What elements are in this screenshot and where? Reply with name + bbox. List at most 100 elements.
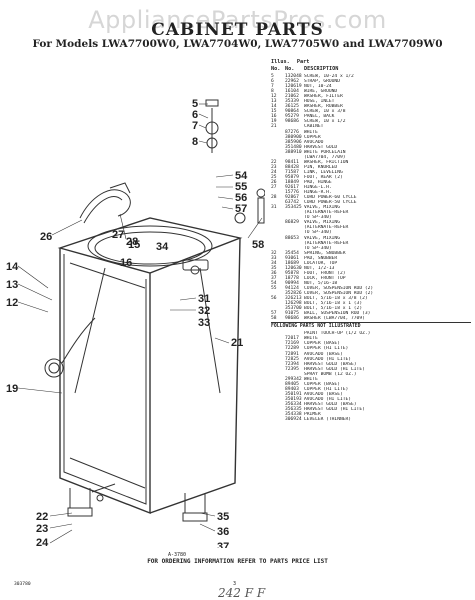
callout-label: 16 (120, 257, 132, 269)
part-description: LINK, LEVELING (304, 169, 343, 175)
illus-number: 36 (271, 270, 277, 276)
illus-number: 32 (271, 250, 277, 256)
part-description: COPPER (304, 134, 321, 140)
part-number: 95279 (285, 114, 299, 120)
illus-number: 28 (271, 195, 277, 201)
part-no-header: No. (285, 66, 295, 72)
part-number: 94124 (285, 285, 299, 291)
part-number: 22962 (285, 79, 299, 85)
callout-label: 5 (192, 98, 198, 110)
part-number: 88653 (285, 235, 299, 241)
callout-label: 28 (126, 236, 138, 248)
part-description: LOCATOR, TOP (304, 260, 338, 266)
callout-label: 32 (198, 305, 210, 317)
unillustrated-part-row: SPRAY BOMB (12 OZ.) (271, 372, 471, 377)
illus-number: 27 (271, 185, 277, 191)
part-description: HINGE-R.H. (304, 190, 332, 196)
part-number: 35339 (285, 99, 299, 105)
part-description: PAINT TOUCH-UP (1/2 OZ.) (304, 331, 371, 337)
illus-header: Illus. (271, 59, 290, 65)
part-number: 90994 (285, 280, 299, 286)
part-description: SCREW, 10 x 3/8 (304, 109, 346, 115)
illus-number: 14 (271, 104, 277, 110)
column-header-2: No. No. DESCRIPTION (271, 66, 471, 72)
part-description: WHITE PORCELAIN (304, 149, 346, 155)
illus-number: 58 (271, 316, 277, 322)
callout-label: 34 (156, 241, 169, 253)
illus-number: 15 (271, 109, 277, 115)
part-row: TO SP-340) (271, 246, 471, 251)
part-number: 120619 (285, 84, 302, 90)
part-number: 89403 (285, 386, 299, 392)
part-description: AVOCADO (HI LITE) (304, 396, 352, 402)
part-description: WASHER (LWA7704, 7709) (304, 316, 365, 322)
part-number: 93061 (285, 255, 299, 261)
part-number: 353425 (285, 205, 302, 211)
part-row: 15 90864 SCREW, 10 x 3/8 (271, 109, 471, 114)
part-number: 18849 (285, 179, 299, 185)
part-header: Part (296, 59, 310, 65)
part-number: 88428 (285, 164, 299, 170)
callout-label: 56 (235, 192, 247, 204)
page-title: CABINET PARTS (151, 20, 324, 40)
part-number: 18778 (285, 275, 299, 281)
unillustrated-part-row: PAINT TOUCH-UP (1/2 OZ.) (271, 331, 471, 336)
part-description: COPPER (BASE) (304, 381, 340, 387)
illus-number: 24 (271, 169, 277, 175)
illus-number: 25 (271, 174, 277, 180)
part-description: HINGE-L.H. (304, 185, 332, 191)
part-description: VALVE, MIXING (304, 235, 340, 241)
part-number: 350193 (285, 396, 302, 402)
part-description: AVOCADO (304, 139, 324, 145)
callout-label: 55 (235, 181, 247, 193)
part-number: 90864 (285, 109, 299, 115)
part-number: 72825 (285, 356, 299, 362)
page-subtitle: For Models LWA7700W0, LWA7704W0, LWA7705… (32, 38, 443, 50)
callout-label: 57 (235, 203, 247, 215)
part-description: (LWA7704, 7709) (304, 154, 346, 160)
part-number: 18689 (285, 260, 299, 266)
callout-label: 54 (235, 170, 248, 182)
not-illustrated-heading: FOLLOWING PARTS NOT ILLUSTRATED (271, 322, 471, 329)
part-number: 87276 (285, 129, 299, 135)
part-description: PIN, KNURLED (304, 164, 338, 170)
part-number: 21062 (285, 94, 299, 100)
part-description: COPPER (BASE) (304, 341, 340, 347)
part-number: 98686 (285, 119, 299, 125)
spacer (271, 417, 285, 422)
illus-number: 31 (271, 205, 277, 211)
callout-label: 36 (217, 526, 229, 538)
part-description: AVOCADO (BASE) (304, 351, 343, 357)
illus-number: 54 (271, 280, 277, 286)
part-number: 356334 (285, 402, 302, 407)
part-number: 63742 (285, 200, 299, 206)
callout-label: 31 (198, 293, 210, 305)
illus-number: 21 (271, 124, 277, 130)
part-number: 16104 (285, 89, 299, 95)
illus-number: 5 (271, 74, 274, 79)
part-description: WASHER, FRICTION (304, 159, 349, 165)
